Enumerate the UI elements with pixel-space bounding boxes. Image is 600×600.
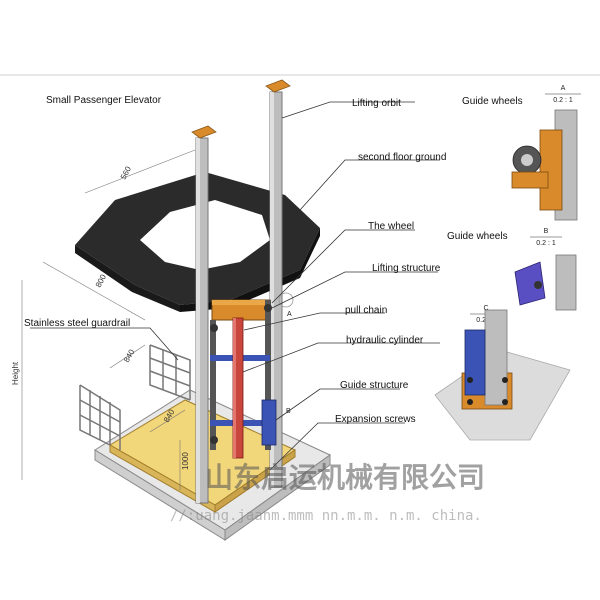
detail-a-letter: A <box>561 85 566 92</box>
dim-560: 560 <box>119 164 133 180</box>
label-lifting-structure: Lifting structure <box>372 263 441 274</box>
guardrail-front <box>79 384 121 450</box>
left-pillar <box>191 125 217 504</box>
dim-800: 800 <box>94 272 108 288</box>
dim-840-a: 840 <box>122 347 137 364</box>
label-the-wheel: The wheel <box>368 221 414 232</box>
dimension-lines <box>21 149 196 490</box>
detail-b-title: Guide wheels <box>447 231 508 242</box>
guardrail-side <box>149 344 191 401</box>
detail-a-scale: 0.2 : 1 <box>553 97 573 104</box>
detail-a-title: Guide wheels <box>462 96 523 107</box>
leader-lines <box>30 101 440 471</box>
hydraulic-cylinder <box>232 317 244 459</box>
right-pillar <box>265 79 291 488</box>
label-pull-chain: pull chain <box>345 305 387 316</box>
label-lifting-orbit: Lifting orbit <box>352 98 401 109</box>
detail-c: C 0.2 : 1 <box>434 305 571 441</box>
detail-b-letter: B <box>544 228 549 235</box>
detail-c-letter: C <box>483 305 488 312</box>
detail-b-scale: 0.2 : 1 <box>536 240 556 247</box>
label-second-floor-ground: second floor ground <box>358 152 446 163</box>
detail-b: Guide wheels B 0.2 : 1 <box>447 228 577 311</box>
guide-wheel <box>210 304 272 444</box>
dim-1000: 1000 <box>181 452 190 470</box>
marker-a-circle <box>278 292 294 308</box>
marker-a: A <box>287 311 292 318</box>
label-expansion-screws: Expansion screws <box>335 414 416 425</box>
label-hydraulic-cylinder: hydraulic cylinder <box>346 335 424 346</box>
watermark-company: 山东启运机械有限公司 <box>205 461 485 494</box>
label-stainless-guardrail: Stainless steel guardrail <box>24 318 130 329</box>
guide-structure <box>261 399 277 446</box>
dim-height: Height <box>11 361 20 385</box>
watermark-url: //:uang.jaanm.mmm nn.m.m. n.m. china. <box>170 508 482 524</box>
diagram-title: Small Passenger Elevator <box>46 95 162 106</box>
label-guide-structure: Guide structure <box>340 380 409 391</box>
detail-a: Guide wheels A 0.2 : 1 <box>462 85 581 221</box>
